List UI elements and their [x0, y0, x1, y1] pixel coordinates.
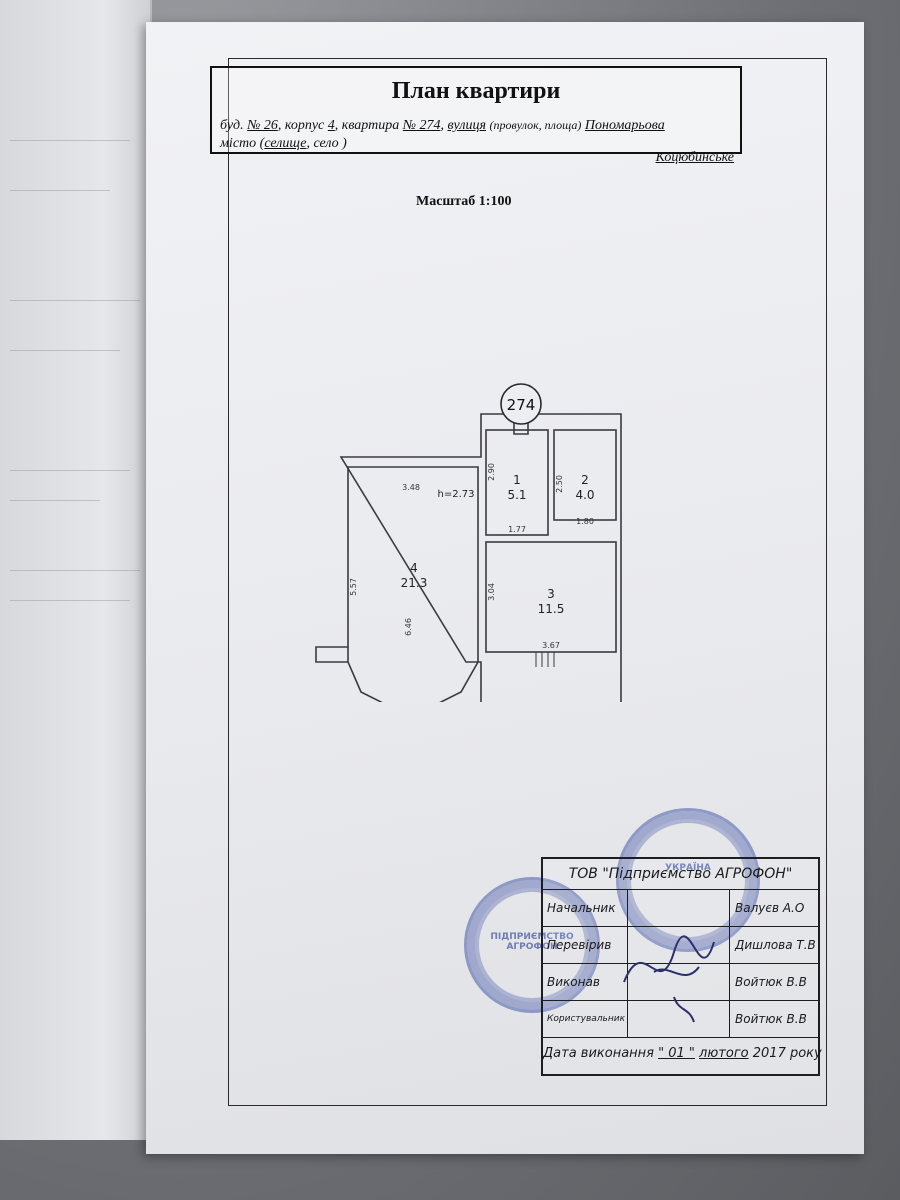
room-1-number: 1	[513, 473, 521, 487]
dimension-label: 3.67	[542, 641, 560, 650]
stamp-row: Користувальник Войтюк В.В	[543, 1001, 818, 1038]
room-1-area: 5.1	[507, 488, 526, 502]
entry-step	[513, 414, 529, 435]
settlement-prefix: місто	[220, 136, 257, 151]
signature-cell	[629, 1001, 730, 1037]
settlement-name: Коцюбинське	[655, 150, 734, 165]
stamp-person: Войтюк В.В	[735, 1012, 807, 1026]
seal-right-text: УКРАЇНА	[665, 863, 711, 873]
outer-wall	[339, 413, 622, 702]
round-seal-left: ПІДПРИЄМСТВО АГРОФОН	[464, 877, 600, 1013]
ghost-line	[10, 350, 120, 351]
korpus-number: 4	[327, 118, 335, 133]
settlement-rest: , село )	[306, 136, 347, 151]
stamp-role: Перевірив	[547, 927, 628, 963]
stamp-person: Дишлова Т.В	[735, 938, 816, 952]
signature-cell	[629, 964, 730, 1000]
room-1-outline	[485, 429, 549, 536]
ghost-line	[10, 500, 100, 501]
street-type-note: (провулок, площа)	[489, 118, 582, 132]
dimension-label: 1.77	[508, 525, 526, 534]
building-number: № 26	[247, 118, 278, 133]
stamp-role: Начальник	[547, 890, 628, 926]
date-label: Дата виконання	[543, 1046, 654, 1061]
balcony-left	[315, 646, 348, 663]
document-page: План квартири буд. № 26, корпус 4, кварт…	[146, 22, 864, 1154]
stamp-row: Виконав Войтюк В.В	[543, 964, 818, 1001]
address-line-1: буд. № 26, корпус 4, квартира № 274, вул…	[220, 118, 665, 133]
signature-cell	[629, 890, 730, 926]
room-3-area: 11.5	[538, 602, 565, 616]
room-4-number: 4	[410, 561, 418, 575]
settlement-name-line: Коцюбинське	[656, 150, 734, 166]
settlement-type: селище	[264, 136, 307, 151]
settlement-open: (	[259, 136, 265, 151]
approval-stamp: ТОВ "Підприємство АГРОФОН" Начальник Вал…	[541, 857, 822, 1076]
apartment-label: квартира	[341, 118, 400, 133]
room-3-outline	[485, 541, 617, 653]
seal-left-text: ПІДПРИЄМСТВО АГРОФОН	[490, 932, 574, 952]
stamp-person: Войтюк В.В	[735, 975, 807, 989]
room-2-outline	[553, 429, 617, 521]
dimension-label: 3.48	[402, 483, 420, 492]
stamp-row: Перевірив Дишлова Т.В	[543, 927, 818, 964]
ceiling-height: h=2.73	[438, 489, 475, 500]
street-name: Пономарьова	[584, 118, 665, 133]
date-year: 2017 року	[752, 1046, 822, 1061]
signature-stroke	[623, 935, 715, 1023]
ghost-line	[10, 300, 140, 301]
stamp-row: Начальник Валуєв А.О	[543, 890, 818, 927]
dimension-label: 1.80	[576, 517, 594, 526]
date-day: " 01 "	[658, 1046, 695, 1061]
dimension-label: 5.57	[349, 578, 358, 596]
street-type: вулиця	[447, 118, 486, 133]
address-line-2: місто (селище, село )	[220, 136, 347, 152]
apartment-number: № 274	[402, 118, 441, 133]
scale-label: Масштаб 1:100	[416, 194, 512, 209]
bud-label: буд.	[220, 118, 244, 133]
handwritten-signature	[623, 935, 715, 1023]
ghost-line	[10, 600, 130, 601]
stamp-role: Виконав	[547, 964, 628, 1000]
stamp-role: Користувальник	[547, 1001, 628, 1037]
dimension-label: 6.46	[404, 618, 413, 636]
underlying-page	[0, 0, 152, 1140]
apartment-badge-circle	[500, 383, 542, 425]
stamp-company: ТОВ "Підприємство АГРОФОН"	[543, 859, 818, 890]
dimension-label: 2.50	[555, 475, 564, 493]
stamp-date: Дата виконання " 01 " лютого 2017 року	[543, 1034, 822, 1074]
room-4-outline	[347, 466, 479, 702]
page-title: План квартири	[391, 78, 561, 104]
date-month: лютого	[699, 1046, 749, 1061]
korpus-label: корпус	[284, 118, 325, 133]
signature-cell	[629, 927, 730, 963]
ghost-line	[10, 140, 130, 141]
dimension-label: 2.90	[487, 463, 496, 481]
apartment-badge-text: 274	[507, 396, 536, 414]
title-block: План квартири буд. № 26, корпус 4, кварт…	[210, 66, 742, 165]
room-4-area: 21.3	[401, 576, 428, 590]
ghost-line	[10, 470, 130, 471]
room-2-number: 2	[581, 473, 589, 487]
floor-plan: 274 1 5.1 2 4.0 3 11.5 4 21.3 h=2.73 3.4…	[315, 383, 622, 702]
round-seal-right: УКРАЇНА	[616, 808, 760, 952]
dimension-label: 3.04	[487, 583, 496, 601]
stamp-person: Валуєв А.О	[735, 901, 805, 915]
ghost-line	[10, 190, 110, 191]
room-3-number: 3	[547, 587, 555, 601]
ghost-line	[10, 570, 140, 571]
page-frame	[228, 58, 827, 1106]
room-2-area: 4.0	[575, 488, 594, 502]
